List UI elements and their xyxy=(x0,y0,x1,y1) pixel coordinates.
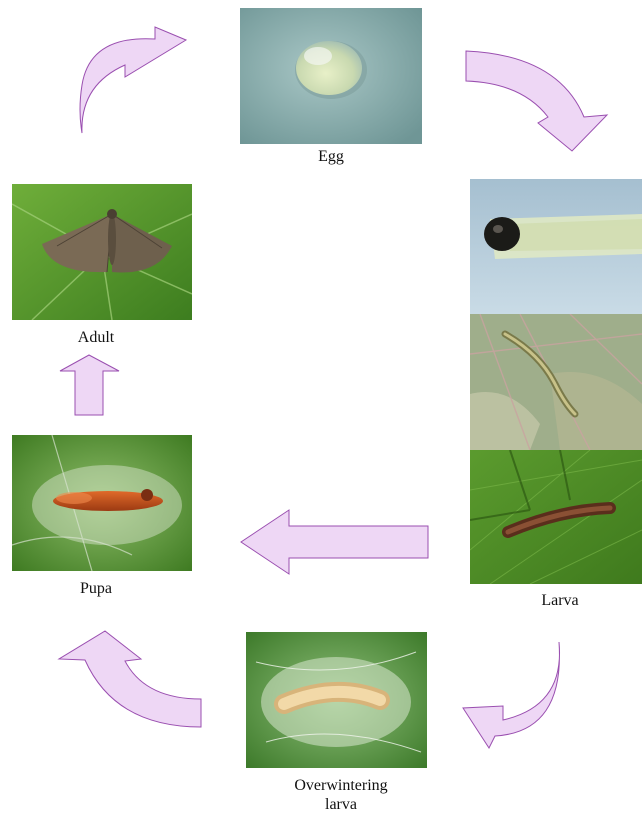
pupa-photo xyxy=(12,435,192,571)
larva-photo-early xyxy=(470,179,642,314)
overwintering-larva-label-line1: Overwintering xyxy=(256,777,426,795)
egg-photo xyxy=(240,8,422,144)
arrow-larva-to-overwintering xyxy=(455,636,570,751)
adult-label: Adult xyxy=(36,329,156,347)
pupa-label: Pupa xyxy=(36,580,156,598)
egg-label: Egg xyxy=(240,148,422,166)
overwintering-larva-photo xyxy=(246,632,427,768)
larva-label: Larva xyxy=(500,592,620,610)
arrow-adult-to-egg xyxy=(70,25,195,140)
arrow-overwintering-to-pupa xyxy=(55,627,205,731)
larva-photo-middle xyxy=(470,314,642,450)
adult-photo xyxy=(12,184,192,320)
arrow-larva-to-pupa xyxy=(239,508,431,576)
larva-photo-late xyxy=(470,450,642,584)
arrow-egg-to-larva xyxy=(462,45,612,157)
overwintering-larva-label-line2: larva xyxy=(256,796,426,814)
arrow-pupa-to-adult xyxy=(59,353,121,417)
